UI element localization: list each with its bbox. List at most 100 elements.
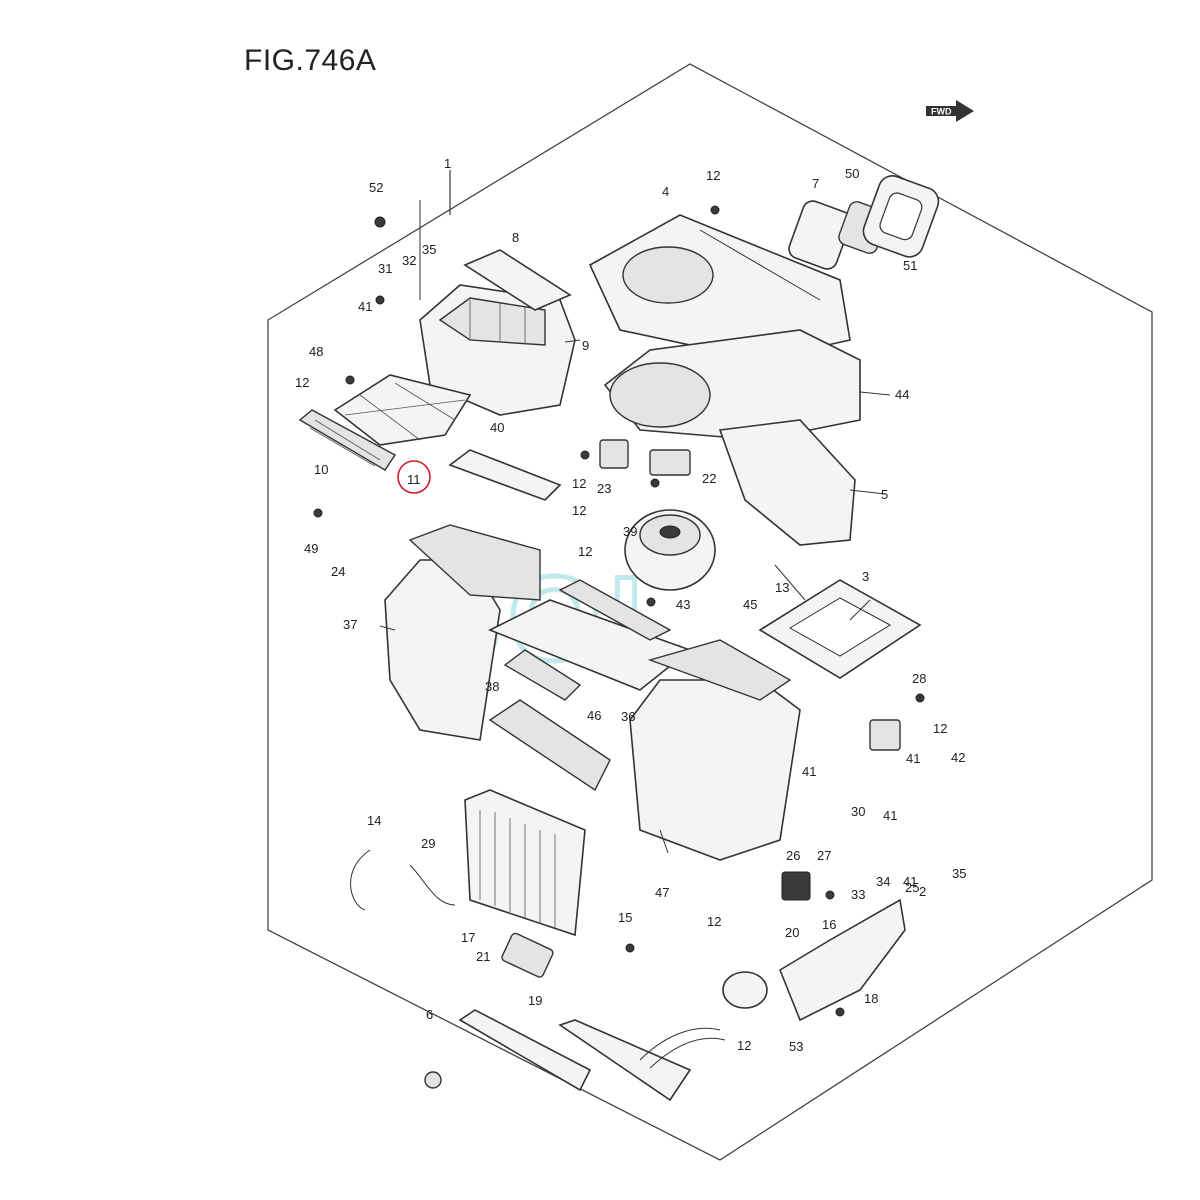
callout-label: 13 <box>775 580 789 595</box>
cover-sheet-part <box>488 699 611 792</box>
highlight-circle <box>397 460 431 494</box>
upper-case-part <box>588 214 851 361</box>
callout-label: 40 <box>490 420 504 435</box>
callout-label: 17 <box>461 930 475 945</box>
callout-label: 22 <box>702 471 716 486</box>
fwd-label: FWD <box>931 107 952 117</box>
drain-tray-part <box>458 1009 592 1092</box>
callout-label: 28 <box>912 671 926 686</box>
callout-label: 12 <box>707 914 721 929</box>
callout-label: 5 <box>881 487 888 502</box>
screws-group <box>313 205 925 1017</box>
callout-label: 12 <box>933 721 947 736</box>
leader-lines <box>379 200 891 854</box>
callout-label: 43 <box>676 597 690 612</box>
callout-label: 41 <box>903 874 917 889</box>
seal-frame-part <box>758 579 922 679</box>
callout-label: 42 <box>951 750 965 765</box>
callout-label: 1 <box>444 156 451 171</box>
callout-label: 14 <box>367 813 381 828</box>
assembly-frame <box>267 63 1153 1161</box>
callout-label: 48 <box>309 344 323 359</box>
callout-label: 29 <box>421 836 435 851</box>
heater-case-part <box>779 898 906 1022</box>
callout-label: 34 <box>876 874 890 889</box>
actuator-part <box>649 449 691 476</box>
callout-label: 10 <box>314 462 328 477</box>
mode-actuator-part <box>869 719 901 751</box>
callout-label: 47 <box>655 885 669 900</box>
filter-plate-part <box>448 449 562 501</box>
callout-label: 6 <box>426 1007 433 1022</box>
callout-label: 33 <box>851 887 865 902</box>
callout-label: 12 <box>572 476 586 491</box>
expansion-valve-part <box>501 932 554 978</box>
callout-label: 23 <box>597 481 611 496</box>
callout-label: 26 <box>786 848 800 863</box>
callout-label: 20 <box>785 925 799 940</box>
blower-motor-part <box>624 509 716 591</box>
callout-label: 12 <box>572 503 586 518</box>
callout-label: 39 <box>623 524 637 539</box>
callout-label: 35 <box>952 866 966 881</box>
filter-cover-part <box>298 409 397 471</box>
callout-label: 52 <box>369 180 383 195</box>
heater-core-part <box>558 1019 726 1102</box>
callout-label: 41 <box>358 299 372 314</box>
callout-label: 18 <box>864 991 878 1006</box>
callout-label: 21 <box>476 949 490 964</box>
blower-case-part <box>603 329 861 546</box>
figure-title: FIG.746A <box>244 44 377 77</box>
callout-label: 7 <box>812 176 819 191</box>
callout-label: 19 <box>528 993 542 1008</box>
callout-label: 35 <box>422 242 436 257</box>
callout-label: 8 <box>512 230 519 245</box>
duct-rings-part <box>788 175 940 270</box>
resistor-part <box>599 439 629 469</box>
callout-label: 4 <box>662 184 669 199</box>
callout-label: 41 <box>906 751 920 766</box>
gasket-part <box>463 249 572 311</box>
drain-grommet-part <box>424 1071 442 1089</box>
damper-part <box>503 649 582 701</box>
callout-label: 12 <box>737 1038 751 1053</box>
callout-label: 3 <box>862 569 869 584</box>
intake-housing-part <box>419 284 576 416</box>
cabin-filter-part <box>333 374 472 446</box>
rod-part <box>558 579 672 641</box>
callout-label: 16 <box>822 917 836 932</box>
grommet-part <box>722 971 768 1009</box>
callout-label: 11 <box>407 472 421 487</box>
lower-case-part <box>629 639 801 861</box>
evaporator-part <box>464 789 586 937</box>
callout-label: 27 <box>817 848 831 863</box>
sensor-wire-part <box>350 849 456 911</box>
callout-label: 37 <box>343 617 357 632</box>
callout-label: 38 <box>485 679 499 694</box>
callout-label: 49 <box>304 541 318 556</box>
callout-label: 45 <box>743 597 757 612</box>
callout-label: 51 <box>903 258 917 273</box>
callout-label: 53 <box>789 1039 803 1054</box>
servo-motor-part <box>781 871 811 901</box>
callout-label: 9 <box>582 338 589 353</box>
fwd-arrow-icon: FWD <box>926 100 974 122</box>
callout-label: 41 <box>883 808 897 823</box>
callout-label: 41 <box>802 764 816 779</box>
callout-label: 50 <box>845 166 859 181</box>
callout-label: 15 <box>618 910 632 925</box>
left-case-part <box>384 524 541 741</box>
callout-label: 25 <box>905 880 919 895</box>
callout-label: 12 <box>706 168 720 183</box>
callout-label: 24 <box>331 564 345 579</box>
callout-label: 31 <box>378 261 392 276</box>
callout-label: 12 <box>578 544 592 559</box>
callout-label: 32 <box>402 253 416 268</box>
callout-label: 2 <box>919 884 926 899</box>
callout-label: 36 <box>621 709 635 724</box>
callout-label: 12 <box>295 375 309 390</box>
callout-label: 44 <box>895 387 909 402</box>
callout-label: 30 <box>851 804 865 819</box>
